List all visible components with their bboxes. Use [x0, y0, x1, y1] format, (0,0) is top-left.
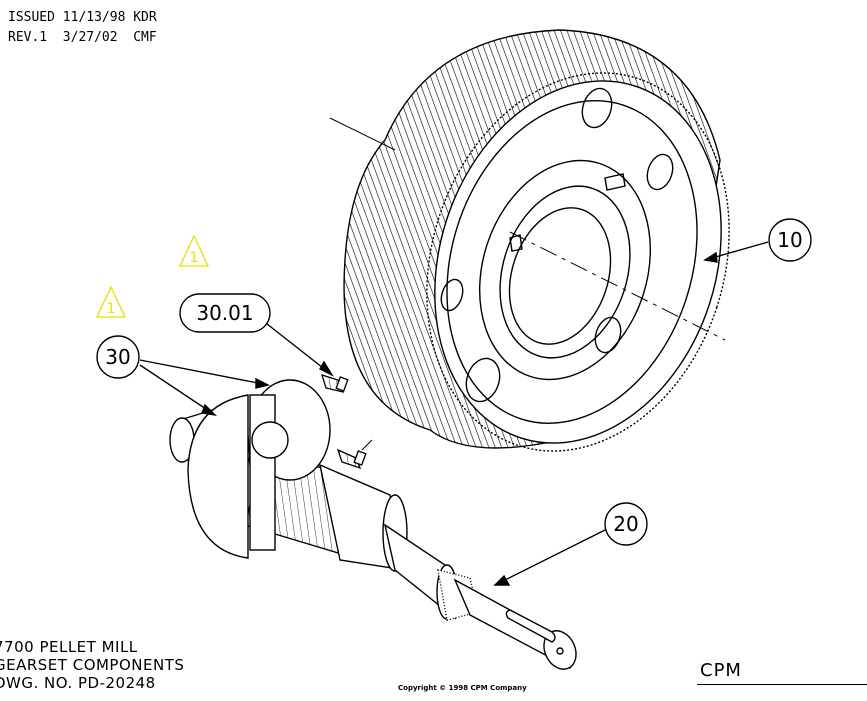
gear-keyway-lower: [509, 234, 523, 252]
svg-text:30.01: 30.01: [196, 301, 253, 325]
gear-front-face: [434, 80, 722, 444]
balloon-30-01: 30.01: [179, 293, 271, 333]
company-underline: [697, 684, 867, 685]
gear-face-ring: [446, 100, 698, 424]
drawing-number: DWG. NO. PD-20248: [0, 674, 156, 692]
cap-screw-lower: [336, 448, 362, 470]
issued-line: ISSUED 11/13/98 KDR: [8, 10, 157, 25]
gear-hole: [594, 316, 622, 354]
gear-outer-edge: [426, 72, 730, 452]
svg-text:1: 1: [190, 250, 199, 266]
revision-line: REV.1 3/27/02 CMF: [8, 30, 157, 45]
balloon-10: 10: [768, 218, 812, 262]
disc-plate-front: [187, 394, 249, 559]
leader-lines: [139, 241, 769, 586]
gear-hole: [465, 357, 501, 403]
copyright-notice: Copyright © 1998 CPM Company: [398, 684, 527, 692]
title-block: 7700 PELLET MILL GEARSET COMPONENTS DWG.…: [0, 638, 184, 692]
revision-block: ISSUED 11/13/98 KDR REV.1 3/27/02 CMF: [8, 8, 157, 48]
title-line-1: 7700 PELLET MILL: [0, 638, 138, 656]
gear-hole: [646, 153, 674, 191]
revision-triangle-upper: 1: [178, 234, 210, 267]
gear-hub-bore-inner: [508, 207, 612, 345]
revision-markers: 1 1: [95, 234, 210, 318]
balloon-20: 20: [604, 502, 648, 546]
disc-bracket: [249, 394, 276, 551]
disc-plates: [187, 379, 331, 559]
svg-text:1: 1: [107, 301, 116, 317]
revision-triangle-lower: 1: [95, 285, 127, 318]
gear-center-line: [329, 117, 396, 151]
svg-text:10: 10: [777, 228, 802, 252]
shaft-keyway: [505, 609, 556, 643]
svg-text:20: 20: [613, 512, 638, 536]
gear-hole: [440, 278, 464, 312]
gear-center-line-dashed: [509, 231, 726, 341]
cap-screws: [321, 374, 373, 470]
gear: [329, 29, 730, 452]
company-name: CPM: [700, 660, 742, 681]
gear-hub-bore: [499, 185, 631, 359]
gear-hole: [581, 87, 613, 129]
gear-keyway: [604, 173, 626, 191]
gear-hub-outer: [478, 159, 652, 381]
title-line-2: GEARSET COMPONENTS: [0, 656, 185, 674]
svg-text:30: 30: [105, 345, 130, 369]
balloon-30: 30: [96, 335, 140, 379]
